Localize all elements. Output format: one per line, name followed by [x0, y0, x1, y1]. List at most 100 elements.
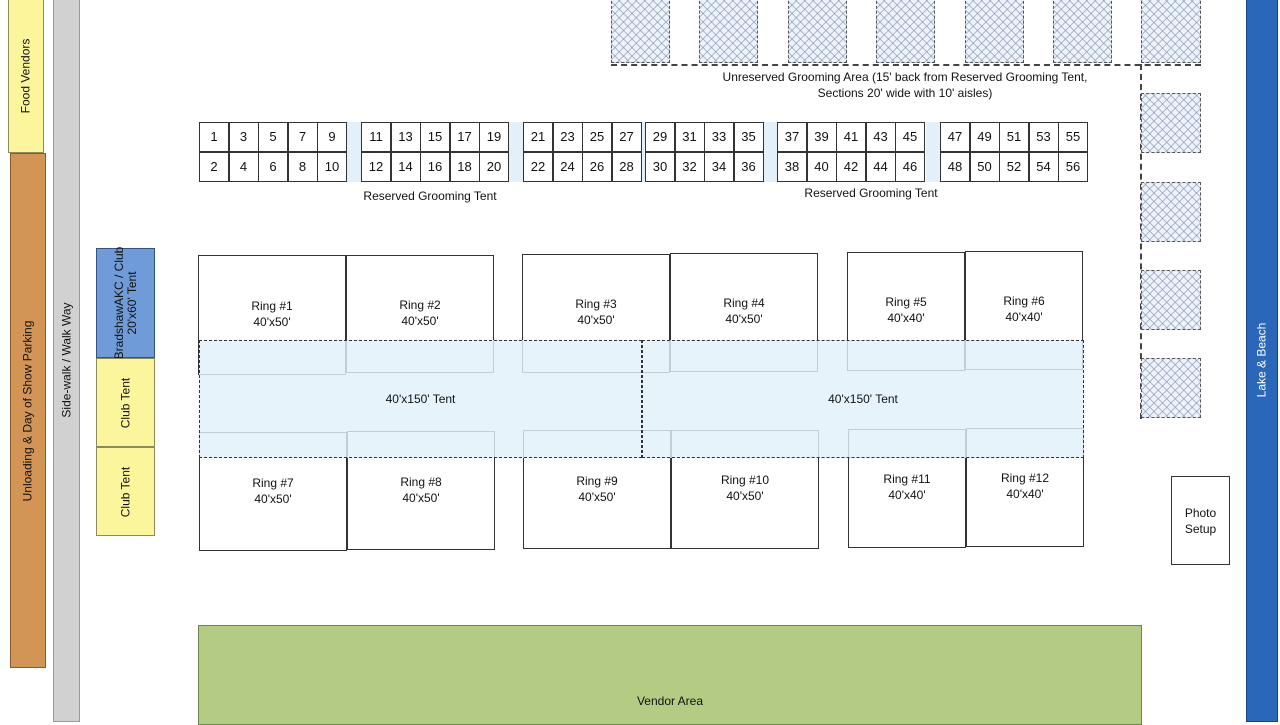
ring-name: Ring #8 — [400, 475, 442, 489]
grooming-boundary — [611, 64, 1201, 66]
grooming-section — [1141, 270, 1201, 330]
grooming-spot: 17 — [449, 122, 480, 152]
grooming-spot: 1 — [199, 122, 229, 152]
grooming-spot: 28 — [611, 152, 642, 182]
grooming-spot: 8 — [287, 152, 318, 182]
food-vendors-zone: Food Vendors — [8, 0, 44, 153]
ring-size: 40'x50' — [726, 489, 764, 503]
grooming-spot: 19 — [479, 122, 509, 152]
grooming-spot: 20 — [479, 152, 509, 182]
grooming-spot: 51 — [999, 122, 1029, 152]
sidewalk-zone: Side-walk / Walk Way — [53, 0, 80, 722]
grooming-aisle — [926, 122, 940, 182]
grooming-spot: 2 — [199, 152, 229, 182]
grooming-spot: 16 — [420, 152, 450, 182]
sidewalk-label: Side-walk / Walk Way — [59, 302, 73, 418]
grooming-spot: 55 — [1058, 122, 1088, 152]
ring-size: 40'x40' — [887, 311, 925, 325]
ring-size: 40'x50' — [578, 490, 616, 504]
club-tent-2-label: Club Tent — [118, 466, 132, 517]
grooming-spot: 30 — [645, 152, 675, 182]
unreserved-grooming-line1: Unreserved Grooming Area (15' back from … — [722, 70, 1088, 84]
grooming-spot: 35 — [733, 122, 764, 152]
grooming-section — [699, 0, 758, 63]
vendor-area-label: Vendor Area — [636, 694, 704, 708]
ring-tent-right: 40'x150' Tent — [642, 340, 1084, 458]
ring-size: 40'x50' — [725, 312, 763, 326]
grooming-spot: 36 — [733, 152, 764, 182]
grooming-spot: 43 — [865, 122, 896, 152]
grooming-spot: 44 — [865, 152, 896, 182]
grooming-spot: 22 — [523, 152, 553, 182]
ring-name: Ring #7 — [252, 476, 294, 490]
bradshaw-tent-label: BradshawAKC / Club 20'x60' Tent — [111, 246, 139, 360]
grooming-section — [1141, 0, 1201, 63]
grooming-spot: 48 — [940, 152, 970, 182]
parking-zone: Unloading & Day of Show Parking — [10, 153, 46, 668]
lake-beach-label: Lake & Beach — [1254, 322, 1269, 398]
grooming-section — [788, 0, 847, 63]
ring-size: 40'x50' — [253, 315, 291, 329]
grooming-spot: 41 — [836, 122, 866, 152]
grooming-spot: 3 — [228, 122, 259, 152]
grooming-section — [611, 0, 670, 63]
ring-name: Ring #10 — [720, 473, 770, 487]
grooming-spot: 5 — [258, 122, 288, 152]
ring-tent-left: 40'x150' Tent — [199, 340, 642, 458]
grooming-spot: 9 — [317, 122, 347, 152]
grooming-section — [1141, 93, 1201, 153]
ring-name: Ring #6 — [1003, 294, 1045, 308]
grooming-spot: 6 — [258, 152, 288, 182]
grooming-spot: 7 — [287, 122, 318, 152]
grooming-spot: 15 — [420, 122, 450, 152]
grooming-spot: 25 — [582, 122, 612, 152]
ring-size: 40'x40' — [1005, 310, 1043, 324]
grooming-spot: 24 — [552, 152, 583, 182]
grooming-spot: 39 — [806, 122, 837, 152]
parking-label: Unloading & Day of Show Parking — [20, 320, 35, 501]
grooming-spot: 52 — [999, 152, 1029, 182]
vendor-area: Vendor Area — [198, 625, 1142, 725]
grooming-spot: 38 — [777, 152, 807, 182]
grooming-spot: 4 — [228, 152, 259, 182]
grooming-spot: 14 — [390, 152, 421, 182]
grooming-spot: 46 — [895, 152, 925, 182]
ring-name: Ring #5 — [885, 295, 927, 309]
food-vendors-label: Food Vendors — [18, 38, 33, 113]
grooming-spot: 21 — [523, 122, 553, 152]
grooming-spot: 54 — [1028, 152, 1059, 182]
grooming-spot: 12 — [361, 152, 391, 182]
ring-size: 40'x40' — [888, 488, 926, 502]
grooming-spot: 32 — [674, 152, 705, 182]
club-tent-1-label: Club Tent — [118, 377, 132, 428]
unreserved-grooming-line2: Sections 20' wide with 10' aisles) — [817, 86, 993, 100]
grooming-spot: 31 — [674, 122, 705, 152]
ring-name: Ring #9 — [576, 474, 618, 488]
ring-size: 40'x50' — [402, 491, 440, 505]
grooming-spot: 26 — [582, 152, 612, 182]
lake-beach-zone: Lake & Beach — [1246, 0, 1278, 722]
grooming-spot: 29 — [645, 122, 675, 152]
grooming-spot: 33 — [704, 122, 734, 152]
grooming-spot: 11 — [361, 122, 391, 152]
reserved-grooming-label-left: Reserved Grooming Tent — [363, 189, 497, 203]
grooming-spot: 13 — [390, 122, 421, 152]
grooming-aisle — [509, 122, 523, 182]
ring-name: Ring #12 — [1000, 471, 1050, 485]
unreserved-grooming-label: Unreserved Grooming Area (15' back from … — [640, 69, 1170, 101]
photo-setup-label: Photo Setup — [1184, 505, 1217, 536]
grooming-section — [876, 0, 935, 63]
ring-tent-left-label: 40'x150' Tent — [385, 392, 456, 406]
club-tent-2: Club Tent — [96, 447, 155, 536]
ring-name: Ring #3 — [575, 297, 617, 311]
ring-tent-right-label: 40'x150' Tent — [828, 392, 898, 406]
grooming-spot: 53 — [1028, 122, 1059, 152]
grooming-spot: 56 — [1058, 152, 1088, 182]
club-tent-1: Club Tent — [96, 358, 155, 447]
grooming-section — [1141, 182, 1201, 242]
grooming-spot: 27 — [611, 122, 642, 152]
grooming-spot: 47 — [940, 122, 970, 152]
ring-name: Ring #11 — [883, 472, 931, 486]
grooming-spot: 23 — [552, 122, 583, 152]
grooming-spot: 34 — [704, 152, 734, 182]
